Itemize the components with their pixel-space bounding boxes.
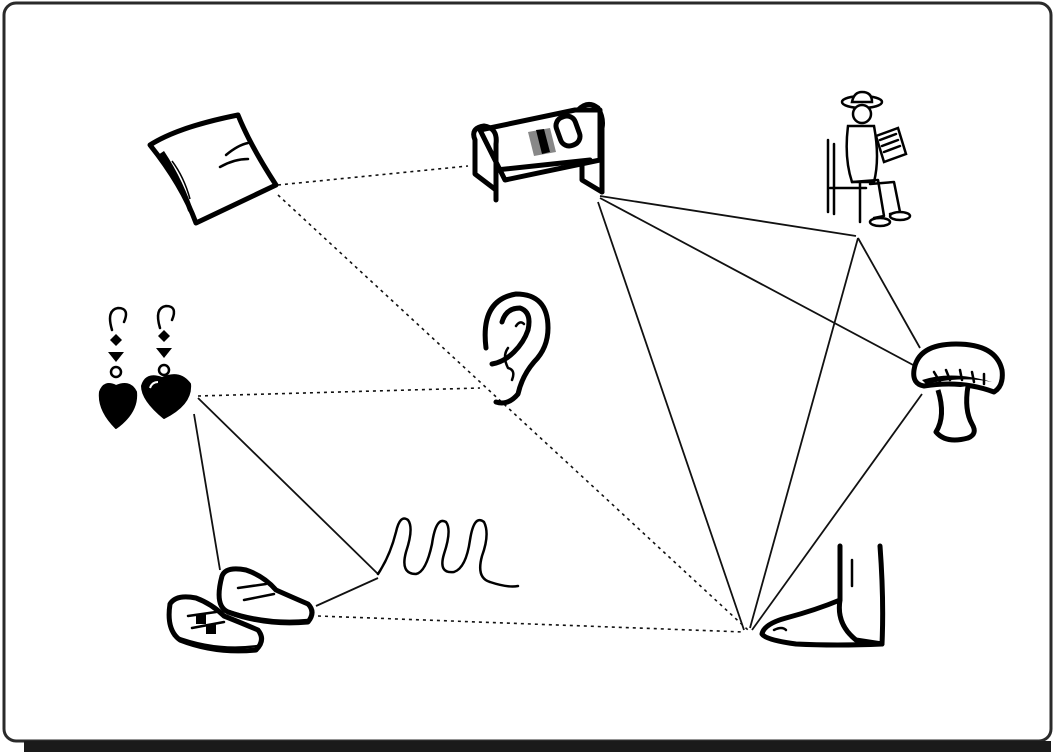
- diagram-frame-base: [24, 741, 1051, 752]
